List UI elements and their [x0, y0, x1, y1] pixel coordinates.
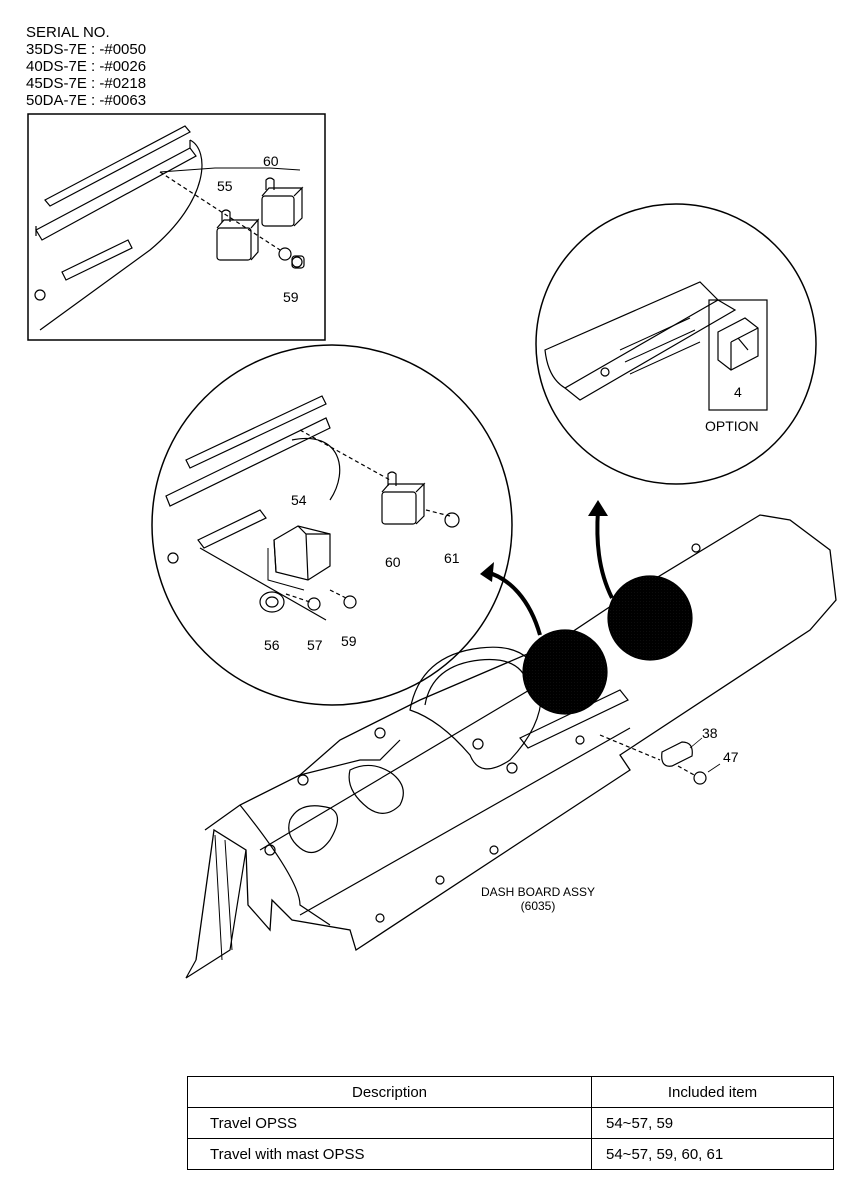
callout-57: 57 — [307, 637, 323, 653]
callout-60: 60 — [385, 554, 401, 570]
bolt-61 — [444, 512, 460, 528]
callout-61: 61 — [444, 550, 460, 566]
callout-inset-55: 55 — [217, 178, 233, 194]
bolt-59-inset — [159, 171, 305, 269]
column-header-included-item: Included item — [591, 1076, 834, 1108]
arrow-to-right-circle — [595, 509, 614, 599]
arrow-to-left-circle — [485, 570, 542, 636]
callout-59: 59 — [341, 633, 357, 649]
table-row: Travel OPSS 54~57, 59 — [187, 1107, 834, 1139]
serial-line: 35DS-7E : -#0050 — [26, 41, 147, 58]
bolt-47 — [693, 771, 707, 785]
dashboard-assembly — [185, 514, 837, 979]
option-label: OPTION — [705, 418, 759, 434]
callout-inset-60: 60 — [263, 153, 279, 169]
table-row: Travel with mast OPSS 54~57, 59, 60, 61 — [187, 1138, 834, 1170]
relay-55 — [216, 209, 260, 261]
bolt-59 — [343, 595, 357, 609]
serial-line: 40DS-7E : -#0026 — [26, 58, 147, 75]
right-detail-circle — [535, 203, 817, 485]
module-54 — [267, 525, 331, 591]
callout-56: 56 — [264, 637, 280, 653]
serial-heading: SERIAL NO. — [26, 24, 110, 41]
row-description: Travel OPSS — [187, 1107, 592, 1139]
rocker-switch-4 — [717, 317, 759, 371]
relay-60 — [261, 177, 304, 227]
clamp-38 — [661, 741, 693, 767]
assembly-code: (6035) — [521, 899, 556, 913]
highlight-zone-left — [522, 629, 608, 715]
callout-4: 4 — [734, 384, 742, 400]
callout-inset-59: 59 — [283, 289, 299, 305]
exploded-parts-diagram: 60 55 59 54 60 61 56 57 59 4 OPTION 38 4… — [27, 113, 837, 979]
row-description: Travel with mast OPSS — [187, 1138, 592, 1170]
callout-47: 47 — [723, 749, 739, 765]
row-included-items: 54~57, 59 — [591, 1107, 834, 1139]
serial-number-block: SERIAL NO. 35DS-7E : -#0050 40DS-7E : -#… — [26, 24, 146, 109]
assembly-name: DASH BOARD ASSY — [481, 885, 595, 899]
callout-38: 38 — [702, 725, 718, 741]
highlight-zone-right — [607, 575, 693, 661]
callout-54: 54 — [291, 492, 307, 508]
table-header-row: Description Included item — [187, 1076, 834, 1108]
relay-60 — [381, 471, 426, 525]
included-items-table: Description Included item Travel OPSS 54… — [187, 1076, 834, 1170]
screw-57 — [307, 597, 321, 611]
grommet-56 — [259, 591, 285, 613]
left-detail-circle — [151, 344, 513, 706]
serial-line: 45DS-7E : -#0218 — [26, 75, 147, 92]
serial-line: 50DA-7E : -#0063 — [26, 92, 147, 109]
column-header-description: Description — [187, 1076, 592, 1108]
row-included-items: 54~57, 59, 60, 61 — [591, 1138, 834, 1170]
inset-detail-box — [27, 113, 326, 341]
